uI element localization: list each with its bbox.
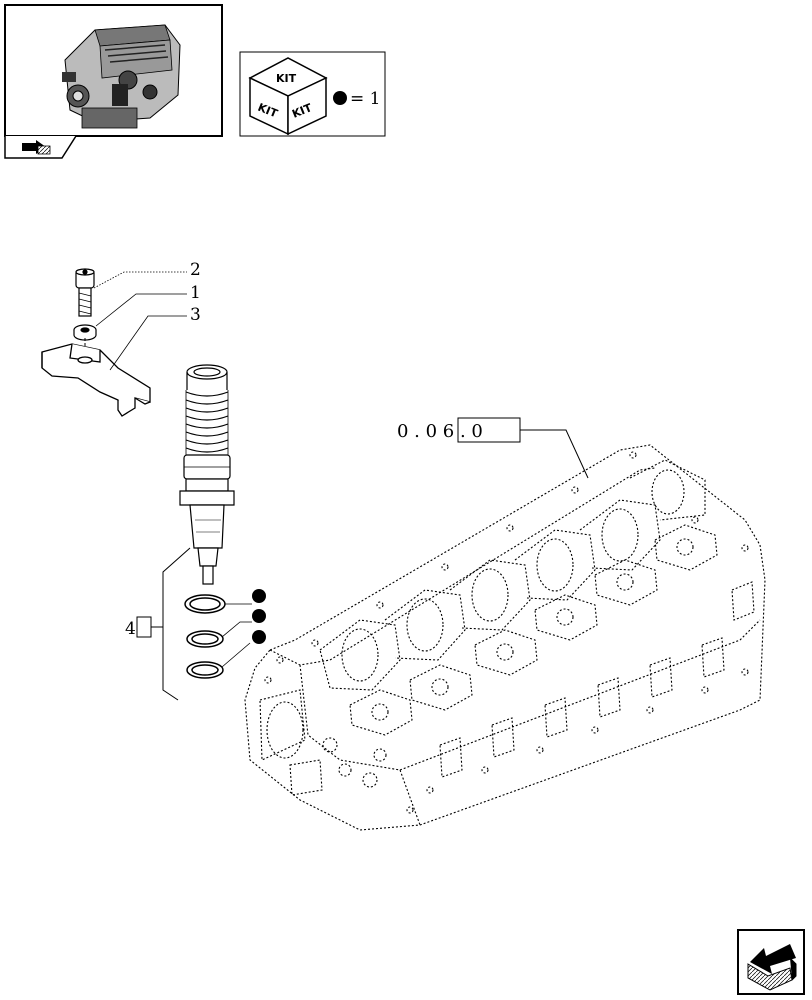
next-page-arrow-icon (747, 944, 797, 991)
reference-code: 0 . 0 6 . 0 (397, 421, 483, 442)
cylinder-head-reference[interactable]: 0 . 0 6 . 0 (397, 417, 589, 479)
callout-2[interactable]: 2 (190, 260, 201, 280)
injector-spring (185, 390, 229, 455)
kit-bullet-icon (333, 91, 347, 105)
washer-part (73, 324, 97, 341)
bolt-part (75, 268, 95, 317)
callout-leaders (93, 271, 187, 371)
kit-quantity-text: = 1 (350, 89, 380, 109)
seal-ring-2 (186, 630, 224, 648)
previous-page-arrow-icon (22, 140, 51, 155)
injector-part (179, 364, 235, 585)
kit-label-top: KIT (276, 72, 297, 85)
seal-leaders (221, 603, 252, 668)
previous-page-tab[interactable] (4, 135, 77, 159)
seal-ring-3 (186, 661, 224, 679)
callout-3[interactable]: 3 (190, 305, 201, 325)
callout-1[interactable]: 1 (190, 283, 201, 303)
seal-rings (184, 594, 226, 679)
seal-kit-bullets (252, 589, 266, 644)
engine-thumbnail-icon (62, 24, 181, 129)
kit-legend: KIT KIT KIT = 1 (239, 51, 386, 137)
cylinder-head-part (244, 444, 766, 831)
callout-4-bracket (136, 547, 191, 701)
clamp-part (41, 343, 151, 417)
callout-4[interactable]: 4 (125, 619, 136, 639)
next-page-button[interactable] (737, 929, 805, 995)
kit-cube-icon: KIT KIT KIT (248, 57, 328, 136)
engine-thumbnail[interactable] (4, 4, 223, 137)
